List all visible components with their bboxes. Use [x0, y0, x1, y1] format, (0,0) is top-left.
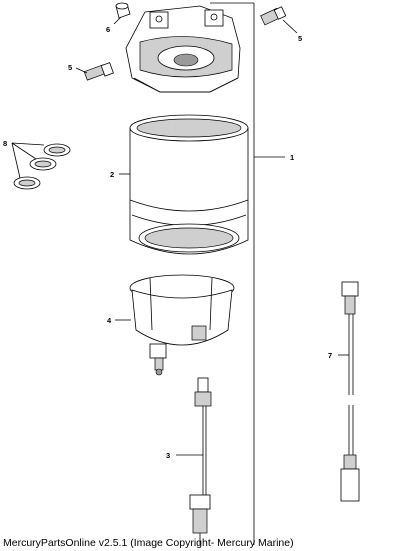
assembly-bracket: [210, 2, 285, 545]
callout-6: 6: [106, 25, 110, 34]
callout-1: 1: [290, 153, 294, 162]
part-5-fitting-right[interactable]: [260, 6, 298, 34]
part-4-bowl[interactable]: [115, 274, 235, 376]
part-3-sensor[interactable]: [176, 377, 212, 545]
copyright-footer: MercuryPartsOnline v2.5.1 (Image Copyrig…: [3, 537, 294, 549]
part-2-filter-canister[interactable]: [119, 114, 249, 255]
part-5-fitting-left[interactable]: [75, 62, 114, 81]
callout-4: 4: [107, 316, 112, 325]
part-8-clamps[interactable]: [11, 142, 71, 190]
callout-5-right: 5: [298, 34, 302, 43]
part-6-plug[interactable]: [113, 2, 131, 25]
callout-8: 8: [3, 139, 7, 148]
filter-head[interactable]: [125, 5, 241, 93]
callout-5-left: 5: [68, 63, 72, 72]
callout-2: 2: [110, 170, 114, 179]
callout-3: 3: [166, 451, 170, 460]
callout-7: 7: [328, 351, 332, 360]
part-7-harness[interactable]: [338, 281, 360, 502]
